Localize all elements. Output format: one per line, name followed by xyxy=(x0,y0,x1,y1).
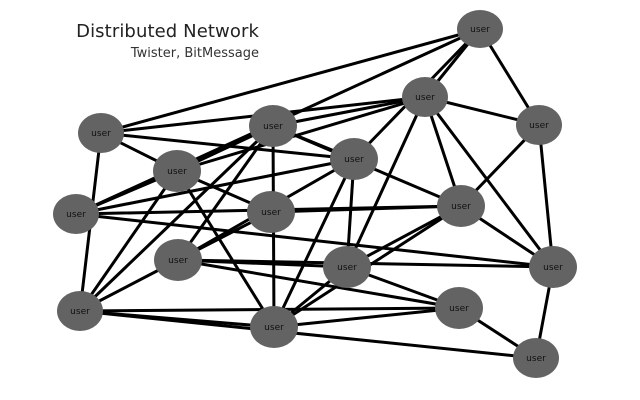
user-node-shape xyxy=(78,113,124,153)
user-node-shape xyxy=(249,105,297,147)
user-node-n5: user xyxy=(516,105,562,145)
edge-n7-n15 xyxy=(272,157,356,329)
user-node-label: user xyxy=(66,210,86,220)
edge-n3-n13 xyxy=(78,124,275,313)
user-node-n10: user xyxy=(437,185,485,227)
edge-n3-n4 xyxy=(271,95,427,128)
diagram-title: Distributed Network xyxy=(76,21,259,42)
user-node-label: user xyxy=(451,202,471,212)
user-node-n14: user xyxy=(529,246,577,288)
edge-n1-n2 xyxy=(99,27,482,135)
user-node-shape xyxy=(437,185,485,227)
user-node-n15: user xyxy=(250,306,298,348)
user-node-label: user xyxy=(264,323,284,333)
user-node-shape xyxy=(250,306,298,348)
user-node-n8: user xyxy=(53,194,99,234)
user-node-shape xyxy=(53,194,99,234)
user-node-label: user xyxy=(337,263,357,273)
user-node-n16: user xyxy=(435,287,483,329)
edge-n15-n16 xyxy=(272,306,461,329)
edge-n13-n17 xyxy=(78,309,538,360)
user-node-n11: user xyxy=(154,239,202,281)
user-node-n13: user xyxy=(57,291,103,331)
user-node-label: user xyxy=(263,122,283,132)
user-node-label: user xyxy=(470,25,490,35)
user-node-n2: user xyxy=(78,113,124,153)
user-node-label: user xyxy=(529,121,549,131)
user-node-label: user xyxy=(543,263,563,273)
user-node-shape xyxy=(154,239,202,281)
diagram-subtitle: Twister, BitMessage xyxy=(130,46,259,61)
edge-n11-n16 xyxy=(176,258,461,310)
user-node-shape xyxy=(513,338,559,378)
user-node-label: user xyxy=(449,304,469,314)
user-node-shape xyxy=(323,246,371,288)
user-node-n6: user xyxy=(153,150,201,192)
user-node-shape xyxy=(516,105,562,145)
edge-n9-n10 xyxy=(269,204,463,214)
user-node-n12: user xyxy=(323,246,371,288)
edge-n4-n12 xyxy=(345,95,427,269)
user-node-label: user xyxy=(167,167,187,177)
node-layer: user user user user user user user user user user… xyxy=(53,10,577,378)
user-node-shape xyxy=(247,191,295,233)
user-node-label: user xyxy=(526,354,546,364)
user-node-n17: user xyxy=(513,338,559,378)
edge-n4-n14 xyxy=(423,95,555,269)
edge-n6-n15 xyxy=(175,169,276,329)
user-node-label: user xyxy=(261,208,281,218)
edge-n6-n13 xyxy=(78,169,179,313)
user-node-label: user xyxy=(415,93,435,103)
user-node-n9: user xyxy=(247,191,295,233)
user-node-label: user xyxy=(91,129,111,139)
user-node-shape xyxy=(529,246,577,288)
user-node-label: user xyxy=(70,307,90,317)
user-node-n3: user xyxy=(249,105,297,147)
user-node-n7: user xyxy=(330,138,378,180)
user-node-shape xyxy=(153,150,201,192)
user-node-shape xyxy=(330,138,378,180)
user-node-shape xyxy=(402,77,448,117)
edge-n5-n14 xyxy=(537,123,555,269)
user-node-n1: user xyxy=(457,10,503,48)
user-node-shape xyxy=(57,291,103,331)
edge-n4-n6 xyxy=(175,95,427,173)
title-block: Distributed Network Twister, BitMessage xyxy=(0,20,259,63)
user-node-n4: user xyxy=(402,77,448,117)
user-node-label: user xyxy=(344,155,364,165)
edge-n8-n14 xyxy=(74,212,555,269)
user-node-label: user xyxy=(168,256,188,266)
edge-n7-n8 xyxy=(74,157,356,216)
user-node-shape xyxy=(435,287,483,329)
user-node-shape xyxy=(457,10,503,48)
